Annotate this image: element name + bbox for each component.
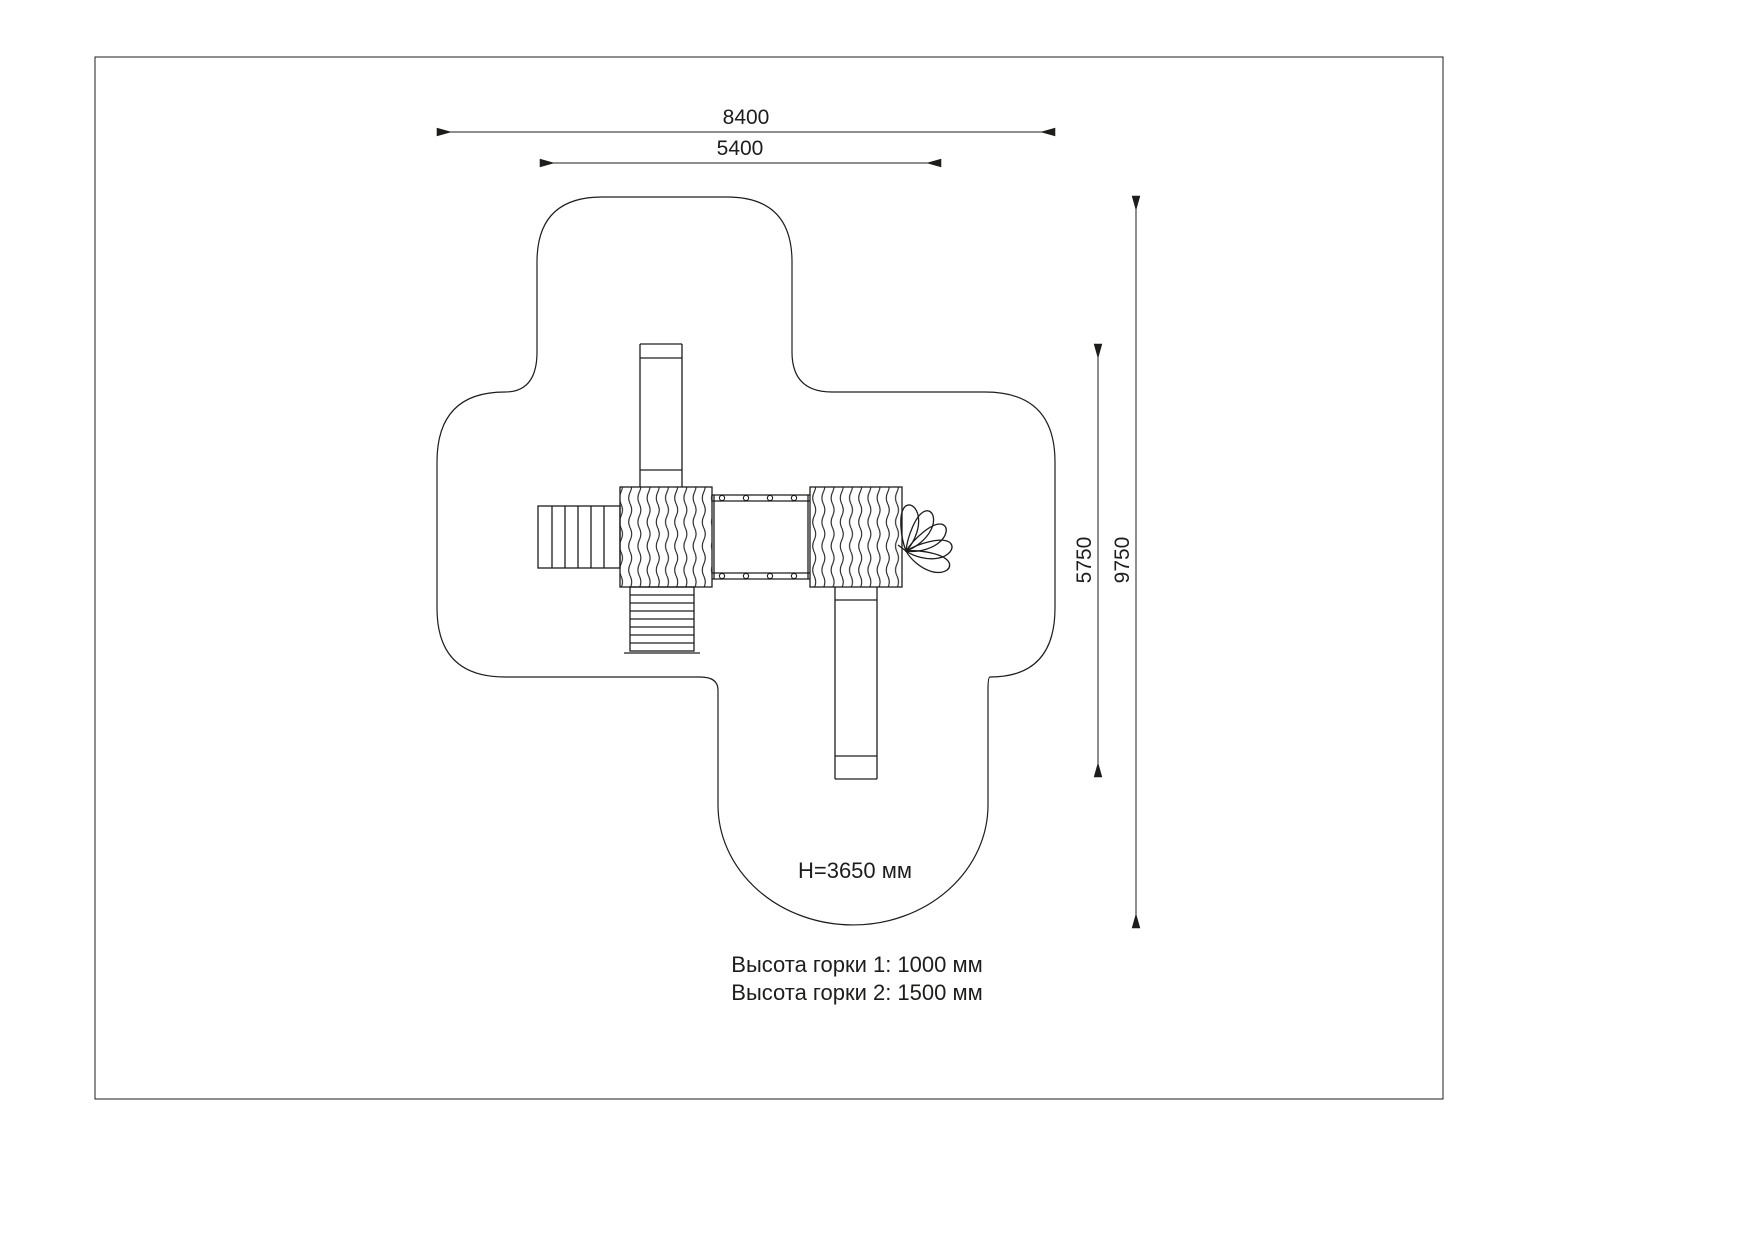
dimension-label-5750: 5750	[1073, 537, 1096, 584]
dimension-top-outer: 8400	[436, 106, 1056, 137]
height-note: H=3650 мм	[798, 858, 912, 883]
safety-zone-outline	[436, 196, 1056, 926]
dimension-label-9750: 9750	[1111, 537, 1134, 584]
slide-1	[639, 343, 683, 487]
slide2-height-note: Высота горки 2: 1500 мм	[731, 980, 982, 1005]
dimension-label-8400: 8400	[723, 106, 770, 129]
dimension-right-outer: 9750	[1111, 195, 1141, 929]
stairs	[624, 586, 700, 654]
playground-structure	[537, 343, 953, 780]
tower-left	[619, 486, 713, 588]
ladder	[537, 505, 621, 569]
dimension-top-inner: 5400	[539, 137, 942, 168]
canopy-fan	[897, 504, 953, 574]
bridge	[712, 494, 810, 580]
drawing-frame	[94, 56, 1444, 1100]
dimension-label-5400: 5400	[717, 137, 764, 160]
dimension-right-inner: 5750	[1073, 343, 1103, 778]
tower-right	[809, 486, 903, 588]
slide-2	[834, 587, 878, 780]
slide1-height-note: Высота горки 1: 1000 мм	[731, 952, 982, 977]
